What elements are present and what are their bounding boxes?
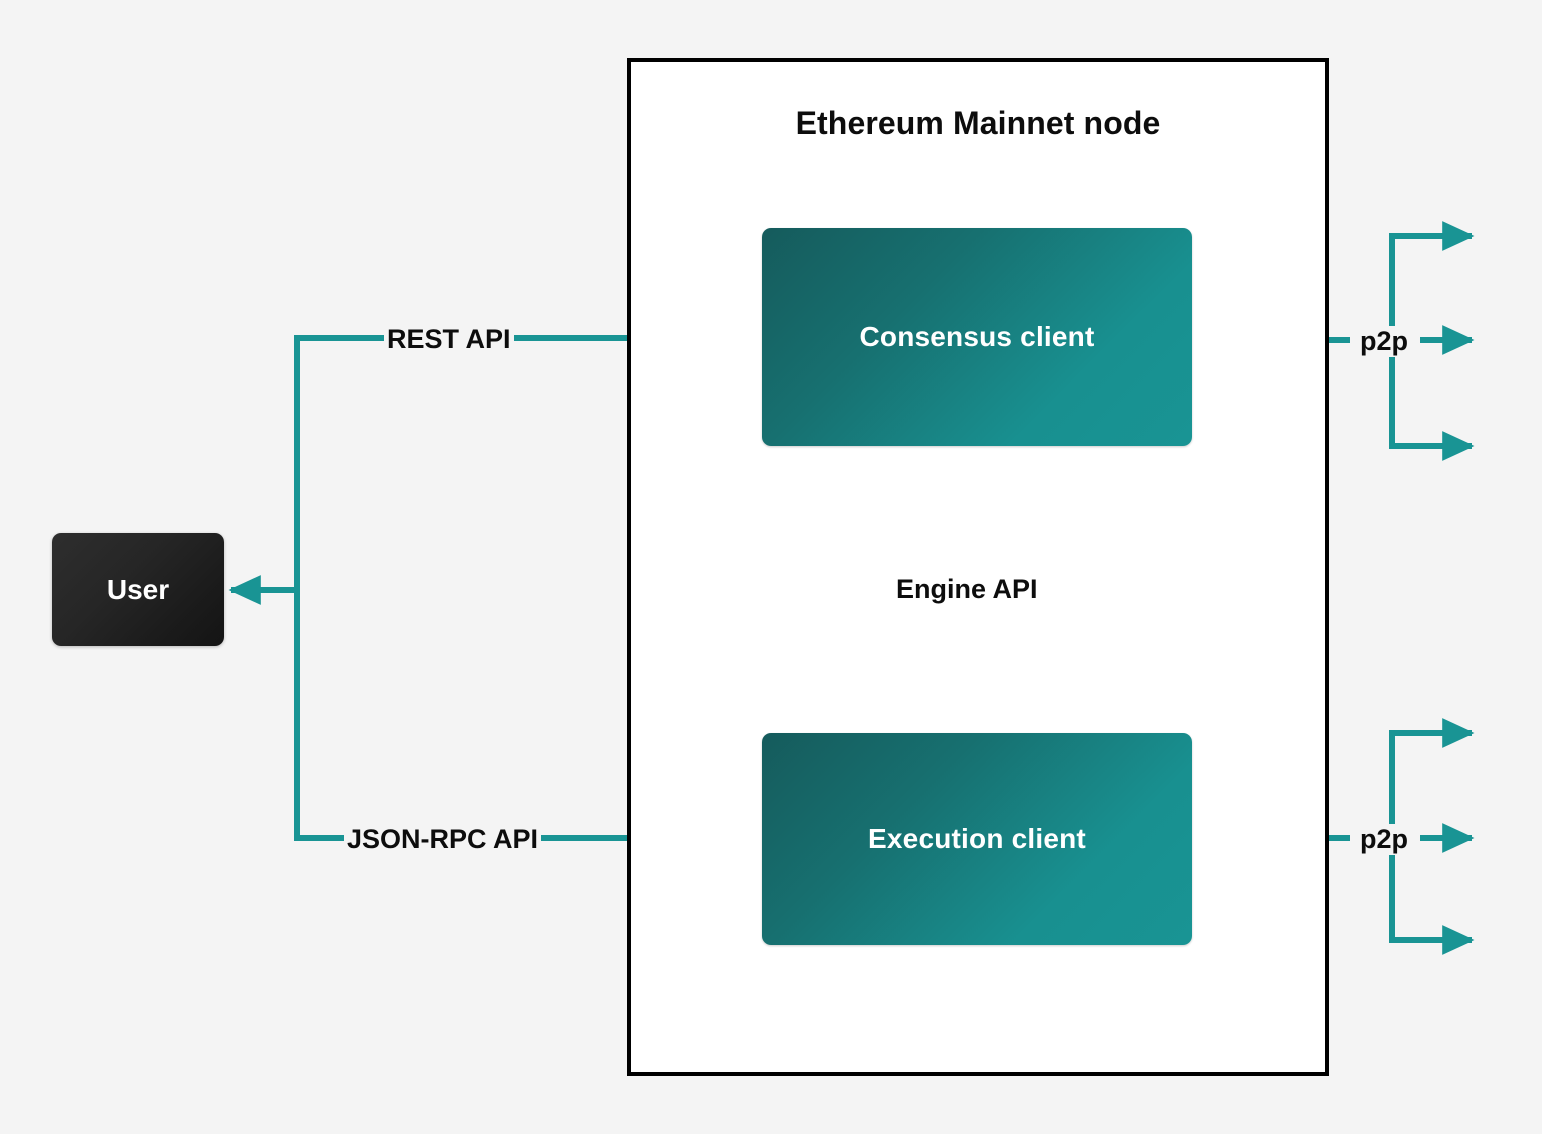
user-node-label: User xyxy=(106,573,170,605)
user-node[interactable]: User xyxy=(52,533,224,646)
page-title: Ethereum Mainnet node xyxy=(795,105,1161,141)
execution-client-label: Execution client xyxy=(868,823,1086,854)
edge-label-rest-api: REST API xyxy=(384,324,514,355)
edge-label-engine-api: Engine API xyxy=(893,574,1041,605)
consensus-client-node[interactable]: Consensus client xyxy=(762,228,1192,446)
execution-client-node[interactable]: Execution client xyxy=(762,733,1192,945)
edge-label-jsonrpc-api: JSON-RPC API xyxy=(344,824,542,855)
consensus-client-label: Consensus client xyxy=(859,321,1095,352)
edge-label-p2p-consensus: p2p xyxy=(1357,326,1412,357)
edge-label-p2p-execution: p2p xyxy=(1357,824,1412,855)
